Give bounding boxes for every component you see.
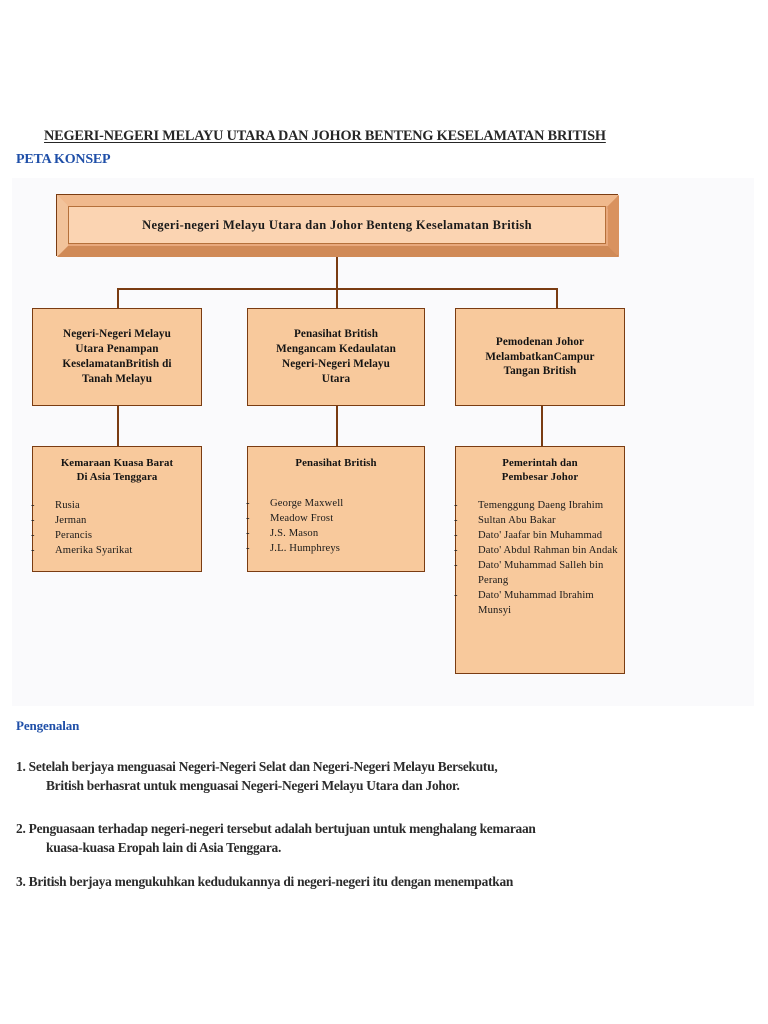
connector-branch-1-drop <box>117 288 119 308</box>
node-branch-1-title: Negeri-Negeri Melayu Utara Penampan Kese… <box>62 327 171 386</box>
list-item: Dato' Abdul Rahman bin Andak <box>454 543 624 558</box>
node-branch-3-title: Pemodenan Johor MelambatkanCampur Tangan… <box>485 335 594 379</box>
intro-point-2-number: 2. <box>16 821 26 836</box>
intro-point-3-line-1: British berjaya mengukuhkan kedudukannya… <box>28 874 514 889</box>
list-item: Dato' Muhammad Salleh bin Perang <box>454 558 624 588</box>
node-root-label: Negeri-negeri Melayu Utara dan Johor Ben… <box>142 217 532 232</box>
list-item: Rusia <box>31 498 201 513</box>
node-root: Negeri-negeri Melayu Utara dan Johor Ben… <box>56 194 619 257</box>
node-child-1-title: Kemaraan Kuasa Barat Di Asia Tenggara <box>33 456 201 484</box>
node-branch-3-title-line-2: MelambatkanCampur <box>485 350 595 363</box>
node-child-2-list: George Maxwell Meadow Frost J.S. Mason J… <box>246 496 424 556</box>
list-item: George Maxwell <box>246 496 424 511</box>
node-branch-3: Pemodenan Johor MelambatkanCampur Tangan… <box>455 308 625 406</box>
connector-branch-2-drop <box>336 288 338 308</box>
node-child-1-title-line-1: Kemaraan Kuasa Barat <box>60 457 174 469</box>
node-branch-3-title-line-1: Pemodenan Johor <box>495 335 585 348</box>
node-branch-1-title-line-2: Utara Penampan <box>75 343 159 356</box>
connector-child-3 <box>541 406 543 446</box>
node-child-2-title: Penasihat British <box>248 456 424 470</box>
node-branch-2-title: Penasihat British Mengancam Kedaulatan N… <box>276 327 396 386</box>
node-branch-2-title-line-4: Utara <box>321 372 351 385</box>
list-item: Sultan Abu Bakar <box>454 513 624 528</box>
intro-point-2-line-1: Penguasaan terhadap negeri-negeri terseb… <box>28 821 536 836</box>
node-branch-1-title-line-4: Tanah Melayu <box>81 372 153 385</box>
list-item: Temenggung Daeng Ibrahim <box>454 498 624 513</box>
connector-root-stem <box>336 256 338 290</box>
concept-map-diagram: Negeri-negeri Melayu Utara dan Johor Ben… <box>12 178 754 706</box>
list-item: Meadow Frost <box>246 511 424 526</box>
connector-child-1 <box>117 406 119 446</box>
connector-branch-3-drop <box>556 288 558 308</box>
node-child-2: Penasihat British George Maxwell Meadow … <box>246 446 425 572</box>
connector-child-2 <box>336 406 338 446</box>
list-item: Jerman <box>31 513 201 528</box>
intro-point-3: 3. British berjaya mengukuhkan kedudukan… <box>16 872 752 891</box>
node-branch-2: Penasihat British Mengancam Kedaulatan N… <box>247 308 425 406</box>
intro-point-2-line-2: kuasa-kuasa Eropah lain di Asia Tenggara… <box>46 840 282 856</box>
node-child-2-title-line-1: Penasihat British <box>295 457 377 469</box>
node-child-1-title-line-2: Di Asia Tenggara <box>76 471 158 484</box>
intro-point-1-line-2: British berhasrat untuk menguasai Negeri… <box>46 778 460 794</box>
node-branch-2-title-line-3: Negeri-Negeri Melayu <box>282 358 390 370</box>
intro-point-1-number: 1. <box>16 759 26 774</box>
section-heading-peta-konsep: PETA KONSEP <box>16 152 111 167</box>
node-child-3-title: Pemerintah dan Pembesar Johor <box>456 456 624 484</box>
node-child-3: Pemerintah dan Pembesar Johor Temenggung… <box>454 446 625 674</box>
list-item: Amerika Syarikat <box>31 543 201 558</box>
list-item: J.S. Mason <box>246 526 424 541</box>
intro-point-2: 2. Penguasaan terhadap negeri-negeri ter… <box>16 819 752 858</box>
intro-point-1: 1. Setelah berjaya menguasai Negeri-Nege… <box>16 757 752 796</box>
intro-point-1-line-1: Setelah berjaya menguasai Negeri-Negeri … <box>28 759 498 774</box>
page-title: NEGERI-NEGERI MELAYU UTARA DAN JOHOR BEN… <box>44 128 606 144</box>
intro-point-3-number: 3. <box>16 874 26 889</box>
node-branch-1-title-line-3: KeselamatanBritish di <box>62 358 172 370</box>
node-child-3-list: Temenggung Daeng Ibrahim Sultan Abu Baka… <box>454 498 624 618</box>
list-item: J.L. Humphreys <box>246 541 424 556</box>
node-child-3-title-line-2: Pembesar Johor <box>501 471 579 484</box>
node-branch-1-title-line-1: Negeri-Negeri Melayu <box>63 328 171 341</box>
list-item: Perancis <box>31 528 201 543</box>
list-item: Dato' Muhammad Ibrahim Munsyi <box>454 588 624 618</box>
node-branch-2-title-line-2: Mengancam Kedaulatan <box>276 343 396 356</box>
node-branch-3-title-line-3: Tangan British <box>503 365 577 378</box>
node-branch-1: Negeri-Negeri Melayu Utara Penampan Kese… <box>32 308 202 406</box>
node-root-inner: Negeri-negeri Melayu Utara dan Johor Ben… <box>68 206 606 244</box>
list-item: Dato' Jaafar bin Muhammad <box>454 528 624 543</box>
node-child-1: Kemaraan Kuasa Barat Di Asia Tenggara Ru… <box>31 446 202 572</box>
node-child-1-list: Rusia Jerman Perancis Amerika Syarikat <box>31 498 201 558</box>
node-child-3-title-line-1: Pemerintah dan <box>502 457 578 469</box>
node-branch-2-title-line-1: Penasihat British <box>293 328 379 341</box>
heading-pengenalan: Pengenalan <box>16 718 80 733</box>
